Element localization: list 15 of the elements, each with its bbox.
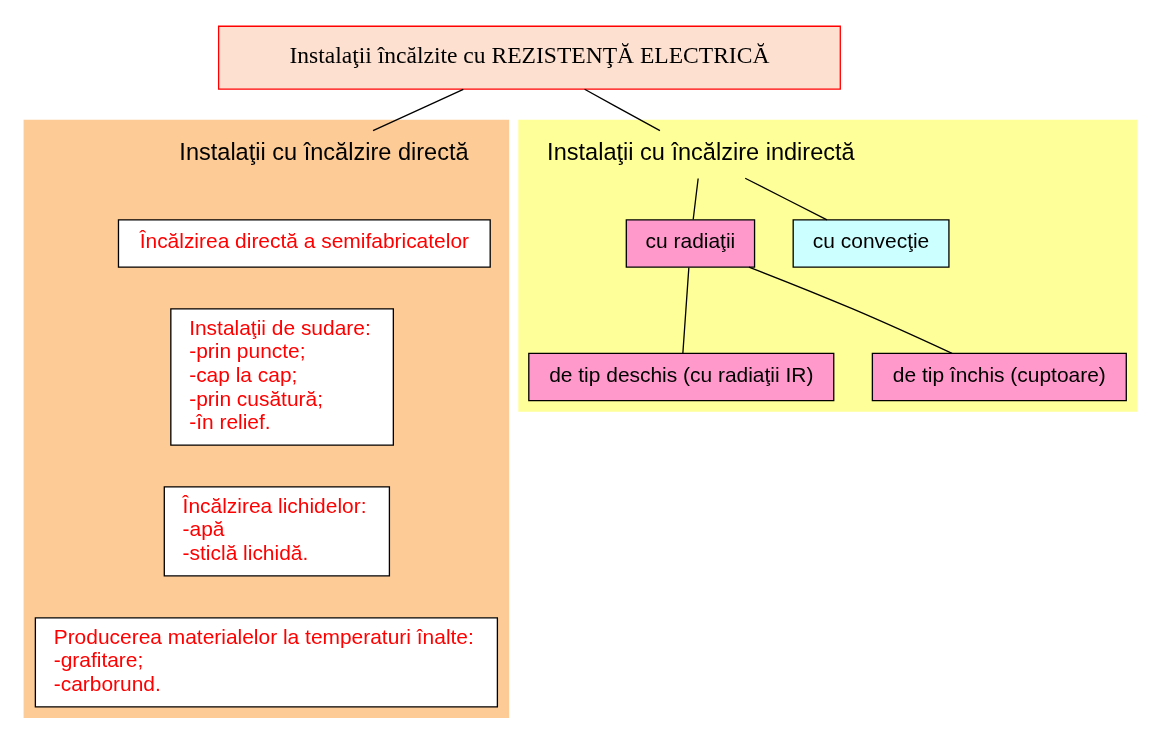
connector: [372, 88, 464, 131]
node-box: Încălzirea lichidelor: -apă -sticlă lichidă.: [163, 485, 391, 577]
node-box: cu radiaţii: [625, 218, 756, 268]
node-box: cu convecţie: [792, 218, 950, 268]
connector: [744, 177, 828, 220]
node-box: Încălzirea directă a semifabricatelor: [117, 218, 491, 268]
node-box: de tip închis (cuptoare): [871, 352, 1127, 401]
connector: [682, 266, 690, 354]
node-box: de tip deschis (cu radiaţii IR): [528, 352, 835, 401]
connector: [692, 177, 699, 220]
node-box: Instalaţii de sudare: -prin puncte; -cap la cap; -prin cusătură; -în relief.: [170, 307, 394, 446]
connector: [748, 265, 953, 354]
node-box: Producerea materialelor la temperaturi înalte: -grafitare; -carborund.: [34, 616, 499, 707]
connector: [584, 88, 661, 131]
node-box: Instalaţii încălzite cu REZISTENŢĂ ELECTRICĂ: [217, 25, 841, 90]
